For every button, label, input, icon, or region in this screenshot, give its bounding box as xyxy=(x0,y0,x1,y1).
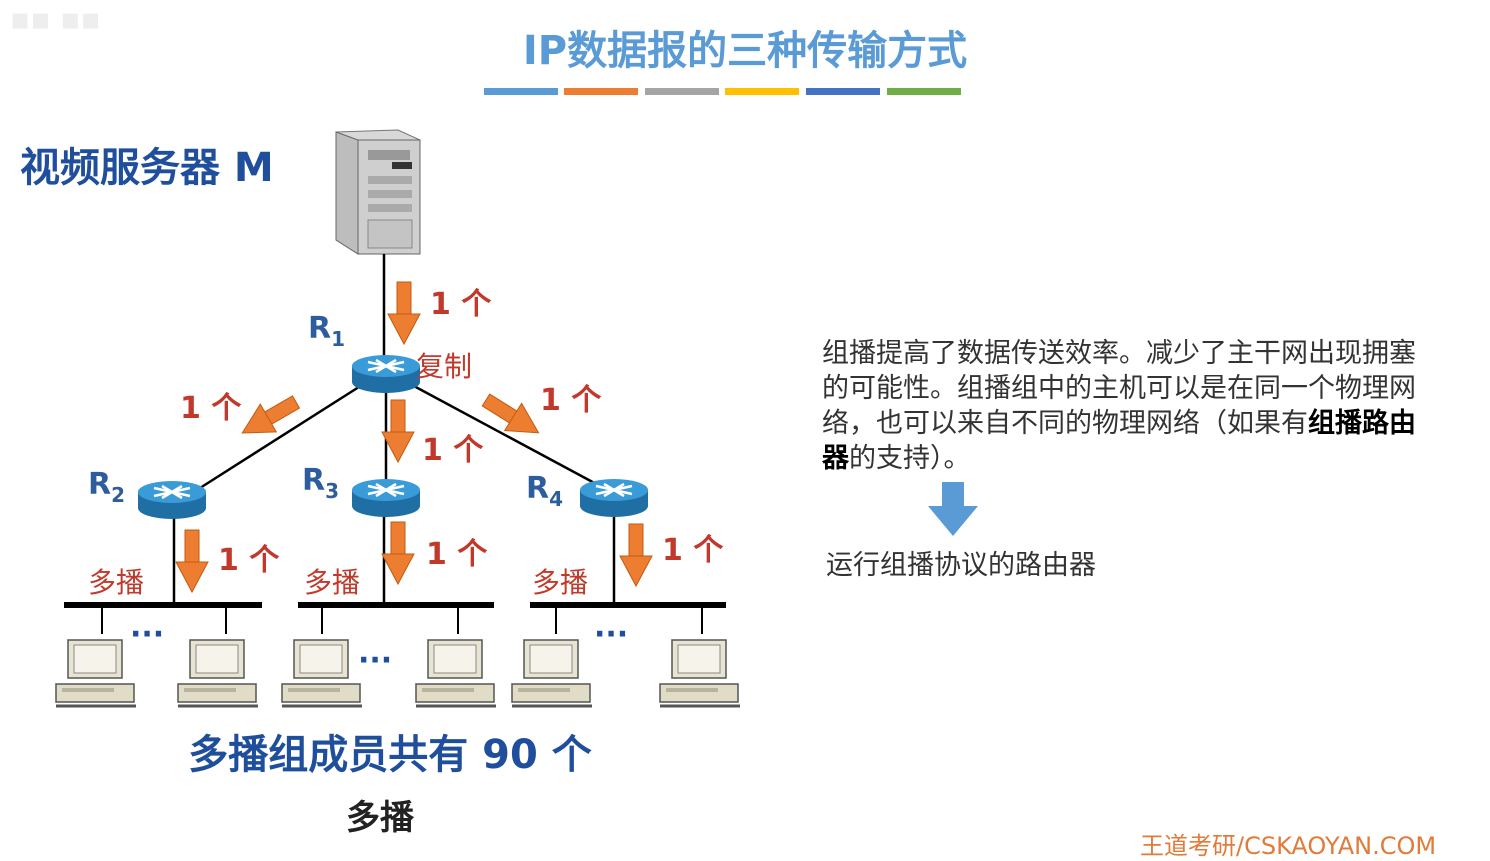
count-label: 1 个 xyxy=(218,543,280,578)
pc-icon xyxy=(510,638,594,708)
ellipsis: ··· xyxy=(358,643,392,678)
title-bar-gray xyxy=(645,88,719,95)
count-label: 1 个 xyxy=(540,383,602,418)
arrow-down-icon xyxy=(381,521,415,585)
router-r3-icon xyxy=(350,477,422,519)
router-r4-icon xyxy=(578,477,650,519)
diagram-caption: 多播 xyxy=(346,798,414,838)
pc-icon xyxy=(414,638,498,708)
lan-buses xyxy=(64,602,726,634)
count-label: 1 个 xyxy=(422,433,484,468)
pc-icon xyxy=(280,638,364,708)
multicast-label: 多播 xyxy=(532,566,588,599)
description-part2: 的支持）。 xyxy=(849,443,971,474)
arrow-down-icon xyxy=(619,523,653,587)
count-label: 1 个 xyxy=(180,391,242,426)
arrow-down-icon xyxy=(175,529,209,593)
title-bar-darkblue xyxy=(806,88,880,95)
multicast-diagram: R1 R2 R3 R4 复制 1 个 1 个 1 个 1 个 1 个 1 个 1… xyxy=(54,129,742,708)
router-r2-icon xyxy=(136,479,208,521)
pc-icon xyxy=(54,638,138,708)
watermark: 王道考研/CSKAOYAN.COM xyxy=(1140,832,1437,860)
router-r2-label: R2 xyxy=(88,467,125,507)
router-r1-label: R1 xyxy=(308,311,345,351)
count-label: 1 个 xyxy=(662,533,724,568)
count-label: 1 个 xyxy=(426,537,488,572)
pc-icon xyxy=(176,638,260,708)
result-arrow-icon xyxy=(928,482,978,536)
logo-watermark: ▪▪ ▪▪ xyxy=(10,2,101,37)
router-r1-icon xyxy=(350,353,422,395)
page-title: IP数据报的三种传输方式 xyxy=(522,28,968,74)
members-label: 多播组成员共有 90 个 xyxy=(188,732,592,778)
title-bar-green xyxy=(887,88,961,95)
router-r3-label: R3 xyxy=(302,463,339,503)
title-bar-yellow xyxy=(725,88,799,95)
router-r4-label: R4 xyxy=(526,471,563,511)
server-label: 视频服务器 M xyxy=(20,145,274,191)
multicast-label: 多播 xyxy=(88,566,144,599)
description-part1: 组播提高了数据传送效率。减少了主干网出现拥塞的可能性。组播组中的主机可以是在同一… xyxy=(822,338,1416,439)
server-icon xyxy=(335,129,421,255)
description-bold: 组播路由器 xyxy=(822,408,1416,474)
title-bar-orange xyxy=(564,88,638,95)
arrow-down-left-icon xyxy=(233,387,305,448)
ellipsis: ··· xyxy=(130,617,164,652)
ellipsis: ··· xyxy=(594,617,628,652)
pc-icon xyxy=(658,638,742,708)
description-text: 组播提高了数据传送效率。减少了主干网出现拥塞的可能性。组播组中的主机可以是在同一… xyxy=(822,336,1422,476)
result-text: 运行组播协议的路由器 xyxy=(826,550,1096,581)
count-label: 1 个 xyxy=(430,287,492,322)
copy-label: 复制 xyxy=(416,350,472,383)
arrow-down-icon xyxy=(387,281,421,345)
title-bar-blue xyxy=(484,88,558,95)
arrow-down-right-icon xyxy=(477,385,548,447)
multicast-label: 多播 xyxy=(304,566,360,599)
